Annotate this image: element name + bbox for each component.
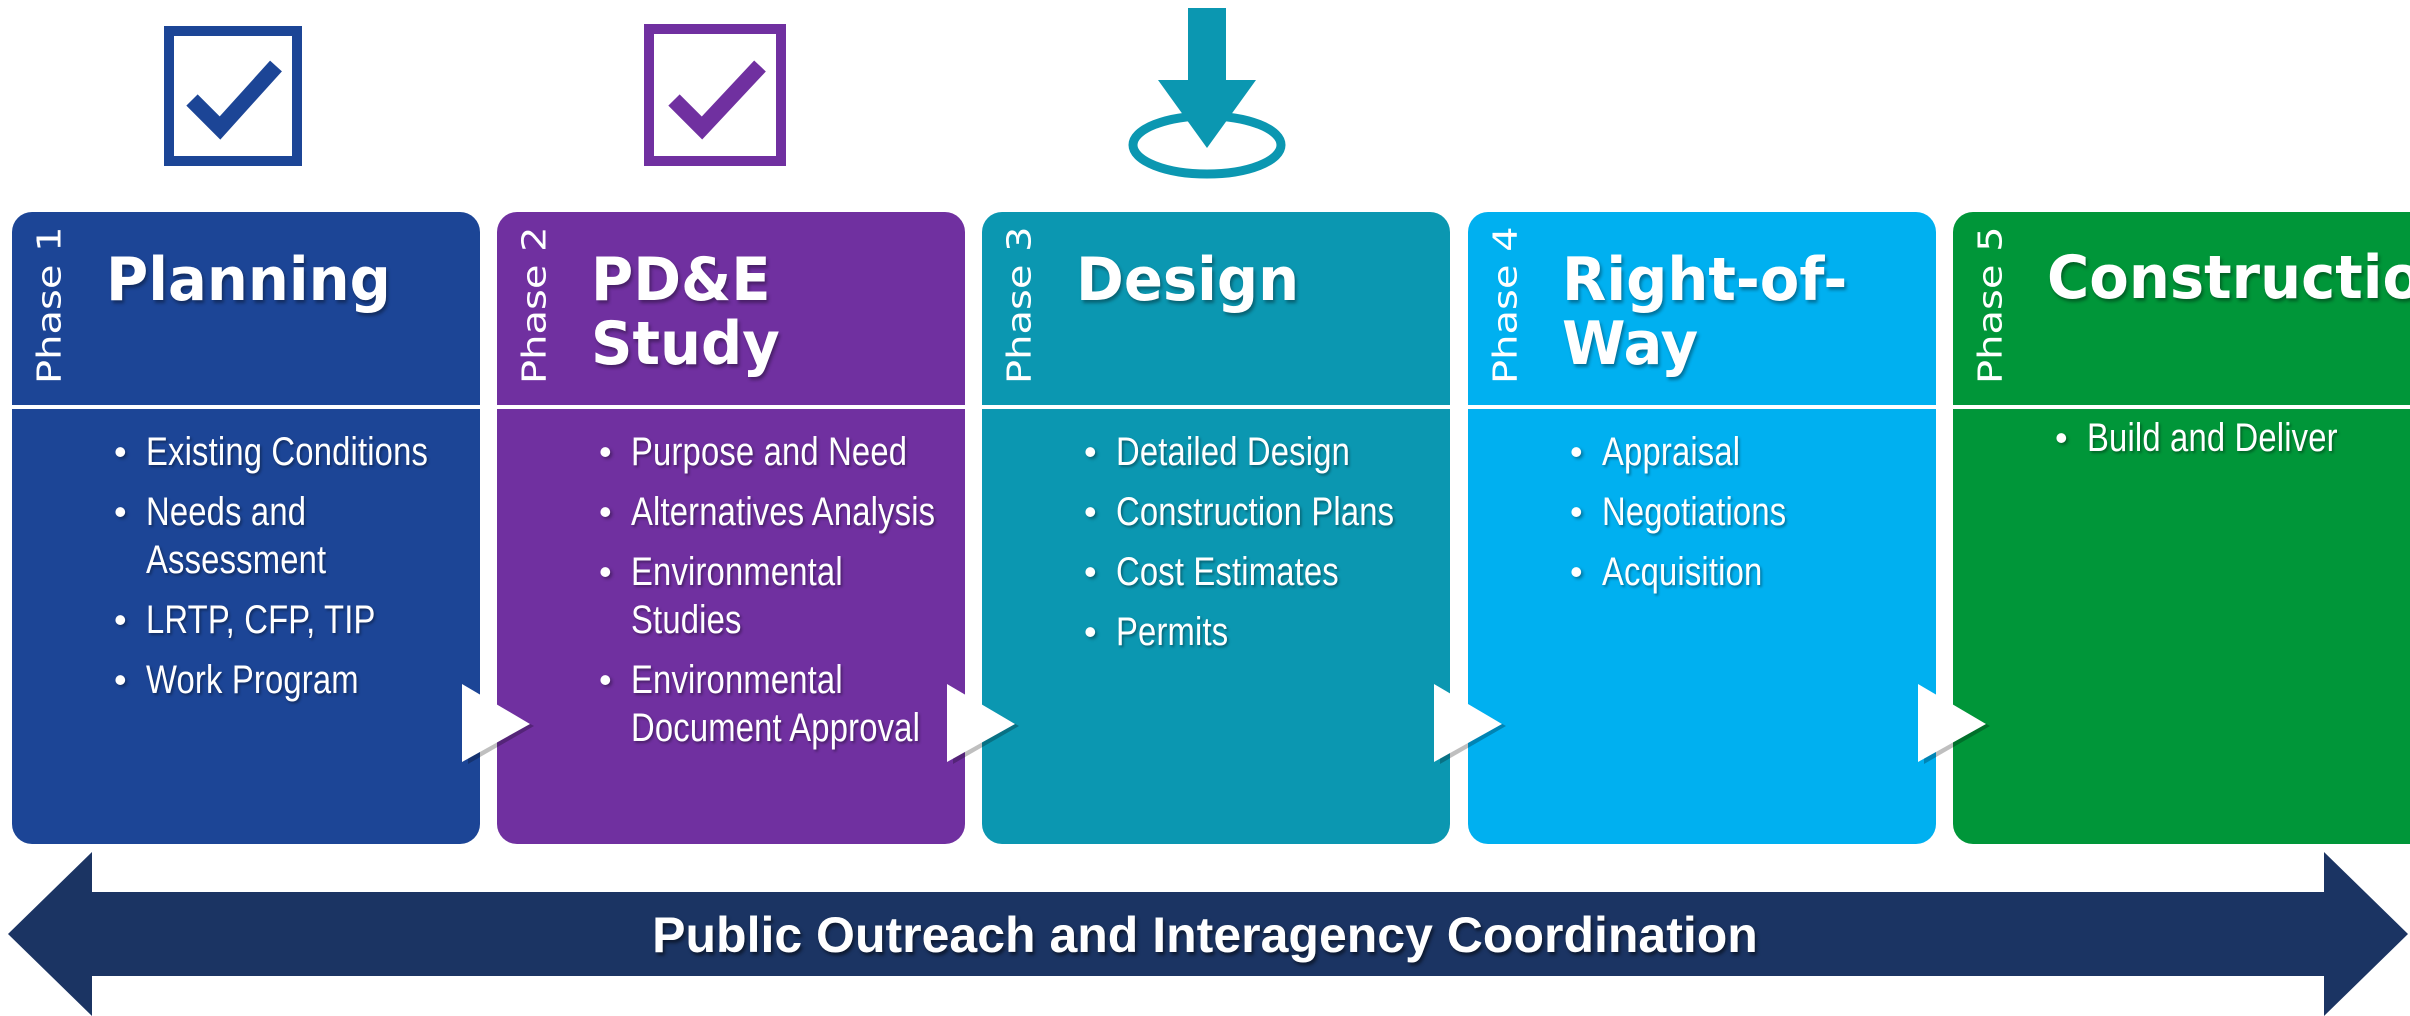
bullet-icon: • bbox=[114, 659, 127, 700]
bullet-icon: • bbox=[1084, 491, 1097, 532]
task-list-item: • Cost Estimates bbox=[1072, 548, 1444, 596]
phase-title: Design bbox=[1076, 245, 1300, 315]
phase-title: PD&E Study bbox=[591, 245, 780, 379]
task-list-item: • Needs and Assessment bbox=[102, 488, 474, 584]
task-list-item: • Detailed Design bbox=[1072, 428, 1444, 476]
task-list-item: • Permits bbox=[1072, 608, 1444, 656]
task-list-item: • Negotiations bbox=[1558, 488, 1930, 536]
bullet-icon: • bbox=[1570, 431, 1583, 472]
phase-card-construction: Phase 5 Construction • Build and Deliver bbox=[1953, 212, 2410, 844]
phase-task-list: •Purpose and Need•Alternatives Analysis•… bbox=[587, 428, 959, 764]
phase-connector-arrow-icon bbox=[1918, 684, 1990, 764]
task-list-item: • Appraisal bbox=[1558, 428, 1930, 476]
phase-card-pde-study: Phase 2 PD&E Study • Purpose and Need • Alt… bbox=[497, 212, 965, 844]
phase-connector-arrow-icon bbox=[947, 684, 1019, 764]
task-text: Permits bbox=[1116, 610, 1229, 654]
bullet-icon: • bbox=[114, 599, 127, 640]
task-list-item: • LRTP, CFP, TIP bbox=[102, 596, 474, 644]
task-text: Purpose and Need bbox=[631, 430, 908, 474]
task-text: Negotiations bbox=[1602, 490, 1787, 534]
task-text: Work Program bbox=[146, 658, 359, 702]
task-text: Cost Estimates bbox=[1116, 550, 1339, 594]
task-text: Appraisal bbox=[1602, 430, 1741, 474]
phase-3-current-marker-icon bbox=[1128, 8, 1286, 179]
outreach-double-arrow-icon bbox=[8, 852, 2408, 1016]
phase-number-label: Phase 5 bbox=[1971, 226, 2010, 384]
phase-number-label: Phase 1 bbox=[30, 226, 69, 384]
bullet-icon: • bbox=[1084, 611, 1097, 652]
phase-1-checkbox-icon bbox=[164, 26, 302, 166]
task-text: Environmental Studies bbox=[631, 550, 843, 642]
bullet-icon: • bbox=[1570, 491, 1583, 532]
phase-task-list: • Appraisal • Negotiations • Acquisition bbox=[1558, 428, 1930, 608]
phase-card-planning: Phase 1 Planning • Existing Conditions • Ne… bbox=[12, 212, 480, 844]
task-text: Construction Plans bbox=[1116, 490, 1395, 534]
task-list-item: • Alternatives Analysis bbox=[587, 488, 959, 536]
phase-divider bbox=[497, 405, 965, 409]
phase-divider bbox=[982, 405, 1450, 409]
phase-title: Construction bbox=[2047, 243, 2410, 313]
task-text: Build and Deliver bbox=[2087, 416, 2338, 460]
task-text: Environmental Document Approval bbox=[631, 658, 921, 750]
task-list-item: • Environmental Studies bbox=[587, 548, 959, 644]
task-list-item: • Environmental Document Approval bbox=[587, 656, 959, 752]
bullet-icon: • bbox=[1084, 551, 1097, 592]
task-list-item: • Existing Conditions bbox=[102, 428, 474, 476]
phase-divider bbox=[12, 405, 480, 409]
task-text: Needs and Assessment bbox=[146, 490, 327, 582]
task-text: Existing Conditions bbox=[146, 430, 429, 474]
task-list-item: • Work Program bbox=[102, 656, 474, 704]
outreach-label: Public Outreach and Interagency Coordina… bbox=[652, 907, 1758, 963]
bullet-icon: • bbox=[599, 491, 612, 532]
phase-connector-arrow-icon bbox=[462, 684, 534, 764]
bullet-icon: • bbox=[599, 431, 612, 472]
phase-connector-arrow-icon bbox=[1434, 684, 1506, 764]
task-list-item: • Construction Plans bbox=[1072, 488, 1444, 536]
task-list-item: • Build and Deliver bbox=[2043, 414, 2410, 462]
phase-card-design: Phase 3 Design • Detailed Design • Construc… bbox=[982, 212, 1450, 844]
bullet-icon: • bbox=[1084, 431, 1097, 472]
phase-number-label: Phase 3 bbox=[1000, 226, 1039, 384]
phase-number-label: Phase 4 bbox=[1486, 226, 1525, 384]
bullet-icon: • bbox=[599, 551, 612, 592]
phase-title: Right-of- Way bbox=[1562, 245, 1848, 379]
phase-divider bbox=[1953, 405, 2410, 409]
phase-task-list: • Existing Conditions • Needs and Assessmen… bbox=[102, 428, 474, 716]
task-text: Acquisition bbox=[1602, 550, 1763, 594]
bullet-icon: • bbox=[114, 431, 127, 472]
phase-title: Planning bbox=[106, 245, 391, 315]
bullet-icon: • bbox=[2055, 417, 2068, 458]
bullet-icon: • bbox=[1570, 551, 1583, 592]
bullet-icon: • bbox=[599, 659, 612, 700]
phase-2-checkbox-icon bbox=[644, 24, 786, 166]
task-text: Detailed Design bbox=[1116, 430, 1351, 474]
task-list-item: • Purpose and Need bbox=[587, 428, 959, 476]
bullet-icon: • bbox=[114, 491, 127, 532]
task-list-item: • Acquisition bbox=[1558, 548, 1930, 596]
phase-divider bbox=[1468, 405, 1936, 409]
phase-task-list: • Detailed Design • Construction Plans • Cost… bbox=[1072, 428, 1444, 668]
task-text: Alternatives Analysis bbox=[631, 490, 936, 534]
phase-card-right-of-way: Phase 4 Right-of- Way • Appraisal • Negotia… bbox=[1468, 212, 1936, 844]
phase-number-label: Phase 2 bbox=[515, 226, 554, 384]
task-text: LRTP, CFP, TIP bbox=[146, 598, 376, 642]
phase-task-list: • Build and Deliver bbox=[2043, 414, 2410, 474]
